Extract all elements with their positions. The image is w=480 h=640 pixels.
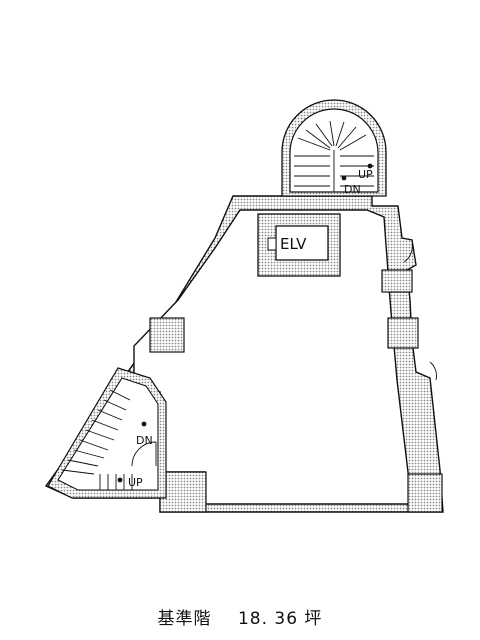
dn-label-left: DN [136, 434, 153, 447]
column-right-mid [387, 317, 419, 349]
dn-label-top: DN [344, 183, 361, 196]
door-swing-left [131, 441, 157, 467]
columns [149, 269, 443, 513]
elevator-core: ELV [257, 213, 341, 277]
up-label-left: UP [128, 476, 143, 489]
floor-area-text: 18. 36 坪 [237, 609, 323, 629]
stair-dot-up-left [117, 477, 123, 483]
column-right-top [381, 269, 413, 293]
stair-treads-left [61, 389, 133, 490]
door-swing-right [403, 243, 413, 263]
floor-name: 基準階 [157, 609, 212, 629]
stair-dot-dn-left [141, 421, 147, 427]
up-label-top: UP [358, 168, 373, 181]
left-stair-inner [57, 377, 159, 491]
door-swing-right-lower [429, 361, 437, 381]
elevator-label: ELV [280, 235, 307, 253]
elevator-shaft [275, 225, 329, 261]
stair-dot-dn-top [341, 175, 347, 181]
plan-caption: 基準階 18. 36 坪 [0, 604, 480, 629]
stair-treads-top [294, 120, 374, 192]
left-stair: DN UP [47, 367, 167, 499]
elevator-door [267, 237, 277, 251]
column-bottom-right [407, 473, 443, 513]
column-left [149, 317, 185, 353]
column-bottom-left [159, 471, 207, 513]
top-stair-tower: UP DN [281, 99, 387, 197]
stair-dot-up-top [367, 163, 373, 169]
